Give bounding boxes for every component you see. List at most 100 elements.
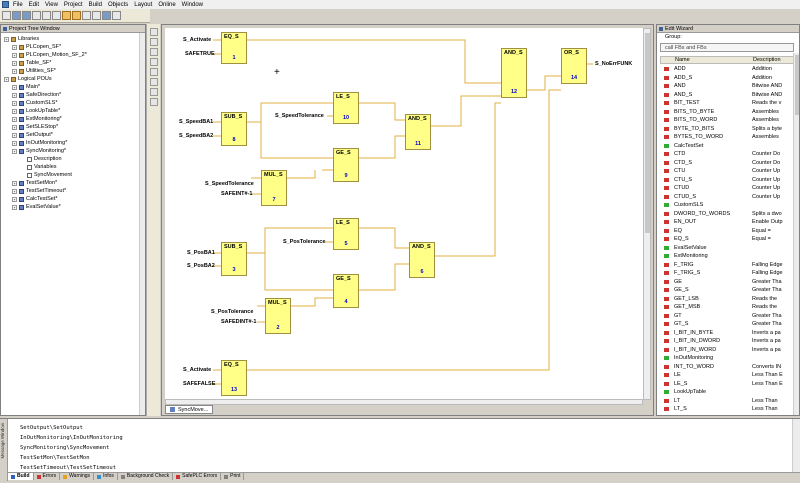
new-icon[interactable] xyxy=(2,11,11,20)
fb-mul-s-7[interactable]: MUL_S 7 xyxy=(261,170,287,206)
var-s-activate-1[interactable]: S_Activate xyxy=(183,37,212,43)
input-var-icon[interactable] xyxy=(150,48,158,56)
message-line[interactable]: TestSetMon\TestSetMon xyxy=(20,455,90,461)
expand-icon[interactable]: + xyxy=(12,116,17,122)
output-var-icon[interactable] xyxy=(150,58,158,66)
var-s-noerrfunk[interactable]: S_NoErrFUNK xyxy=(595,61,633,67)
var-s-speedtolerance-1[interactable]: S_SpeedTolerance xyxy=(275,113,324,119)
message-tab-infos[interactable]: Infos xyxy=(94,473,118,480)
block-icon[interactable] xyxy=(82,11,91,20)
editor-vertical-scrollbar[interactable] xyxy=(643,28,651,400)
tree-node[interactable]: +EvalSetValue* xyxy=(12,203,61,211)
return-icon[interactable] xyxy=(150,98,158,106)
expand-icon[interactable]: + xyxy=(12,140,17,146)
expand-icon[interactable]: + xyxy=(12,60,17,66)
tree-node[interactable]: +Logical POUs xyxy=(4,75,52,83)
expand-icon[interactable]: + xyxy=(12,132,17,138)
zoom-icon[interactable] xyxy=(32,11,41,20)
fb-and-s-12[interactable]: AND_S 12 xyxy=(501,48,527,98)
wizard-item[interactable]: CalcTestSet xyxy=(660,142,794,150)
comment-icon[interactable] xyxy=(150,78,158,86)
save-icon[interactable] xyxy=(22,11,31,20)
tree-node[interactable]: Description xyxy=(20,155,62,163)
expand-icon[interactable]: + xyxy=(12,108,17,114)
expand-icon[interactable]: + xyxy=(12,148,17,154)
variable-icon[interactable] xyxy=(92,11,101,20)
fb-sub-s-8[interactable]: SUB_S 8 xyxy=(221,112,247,146)
menu-window[interactable]: Window xyxy=(181,1,203,8)
tree-node[interactable]: +Libraries xyxy=(4,35,39,43)
tree-node[interactable]: +Utilities_SF* xyxy=(12,67,56,75)
var-s-postolerance-2[interactable]: S_PosTolerance xyxy=(211,309,254,315)
tree-node[interactable]: +LookUpTable* xyxy=(12,107,60,115)
tree-node[interactable]: +SyncMonitoring* xyxy=(12,147,66,155)
var-s-postolerance-1[interactable]: S_PosTolerance xyxy=(283,239,326,245)
expand-icon[interactable]: + xyxy=(12,68,17,74)
expand-icon[interactable]: + xyxy=(12,92,17,98)
fbd-canvas[interactable]: EQ_S 1 SUB_S 8 LE_S 10 GE_S 9 MUL_S 7 AN… xyxy=(165,28,643,400)
menu-objects[interactable]: Objects xyxy=(107,1,129,8)
editor-horizontal-scrollbar[interactable] xyxy=(165,399,643,405)
project-tree-scrollbar[interactable] xyxy=(139,33,145,415)
menu-layout[interactable]: Layout xyxy=(134,1,153,8)
expand-icon[interactable]: + xyxy=(4,76,9,82)
message-tab-background-check[interactable]: Background Check xyxy=(118,473,174,480)
col-name[interactable]: Name xyxy=(675,57,690,63)
fb-eq-s-13[interactable]: EQ_S 13 xyxy=(221,360,247,396)
var-s-activate-2[interactable]: S_Activate xyxy=(183,367,212,373)
tree-node[interactable]: +ExtMonitoring* xyxy=(12,115,62,123)
wizard-item[interactable]: CustomSLS xyxy=(660,201,794,209)
print-icon[interactable] xyxy=(112,11,121,20)
var-safetrue[interactable]: SAFETRUE xyxy=(185,51,215,57)
tree-node[interactable]: +TestSetMon* xyxy=(12,179,57,187)
function-block-icon[interactable] xyxy=(150,68,158,76)
wizard-item[interactable]: InOutMonitoring xyxy=(660,354,794,362)
menu-file[interactable]: File xyxy=(13,1,23,8)
var-s-speedtolerance-2[interactable]: S_SpeedTolerance xyxy=(205,181,254,187)
message-tab-errors[interactable]: Errors xyxy=(34,473,61,480)
var-s-speedba2[interactable]: S_SpeedBA2 xyxy=(179,133,214,139)
fb-and-s-11[interactable]: AND_S 11 xyxy=(405,114,431,150)
message-scrollbar[interactable] xyxy=(792,419,800,473)
message-tab-warnings[interactable]: Warnings xyxy=(60,473,95,480)
tree-node[interactable]: +PLCopen_SF* xyxy=(12,43,61,51)
expand-icon[interactable]: + xyxy=(12,44,17,50)
message-tab-build[interactable]: Build xyxy=(8,473,34,480)
fb-ge-s-4[interactable]: GE_S 4 xyxy=(333,274,359,308)
group-select[interactable]: call FBs and FBs xyxy=(660,43,794,52)
select-tool-icon[interactable] xyxy=(150,28,158,36)
var-safedint-1[interactable]: SAFEDINT#-1 xyxy=(221,319,257,325)
tree-node[interactable]: +CalcTestSet* xyxy=(12,195,58,203)
wizard-item[interactable]: EvalSetValue xyxy=(660,244,794,252)
fb-sub-s-3[interactable]: SUB_S 3 xyxy=(221,242,247,276)
link-tool-icon[interactable] xyxy=(150,38,158,46)
tree-node[interactable]: +SetOutput* xyxy=(12,131,53,139)
fb-eq-s-1[interactable]: EQ_S 1 xyxy=(221,32,247,64)
message-line[interactable]: InOutMonitoring\InOutMonitoring xyxy=(20,435,123,441)
expand-icon[interactable]: + xyxy=(12,124,17,130)
open-icon[interactable] xyxy=(12,11,21,20)
wizard-scrollbar[interactable] xyxy=(793,53,799,415)
message-line[interactable]: TestSetTimeout\TestSetTimeout xyxy=(20,465,117,471)
tree-node[interactable]: +SetSLEStop* xyxy=(12,123,58,131)
tree-node[interactable]: +TestSetTimeout* xyxy=(12,187,66,195)
